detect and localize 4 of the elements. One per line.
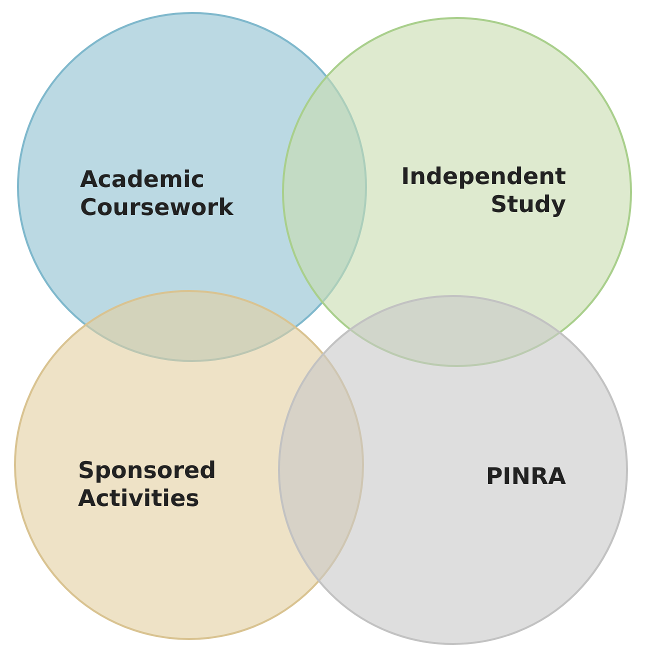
- circle-label: Sponsored Activities: [78, 457, 218, 513]
- circle-label: Independent Study: [400, 163, 566, 219]
- circle-label: Academic Coursework: [80, 166, 235, 222]
- circle-label: PINRA: [484, 463, 566, 491]
